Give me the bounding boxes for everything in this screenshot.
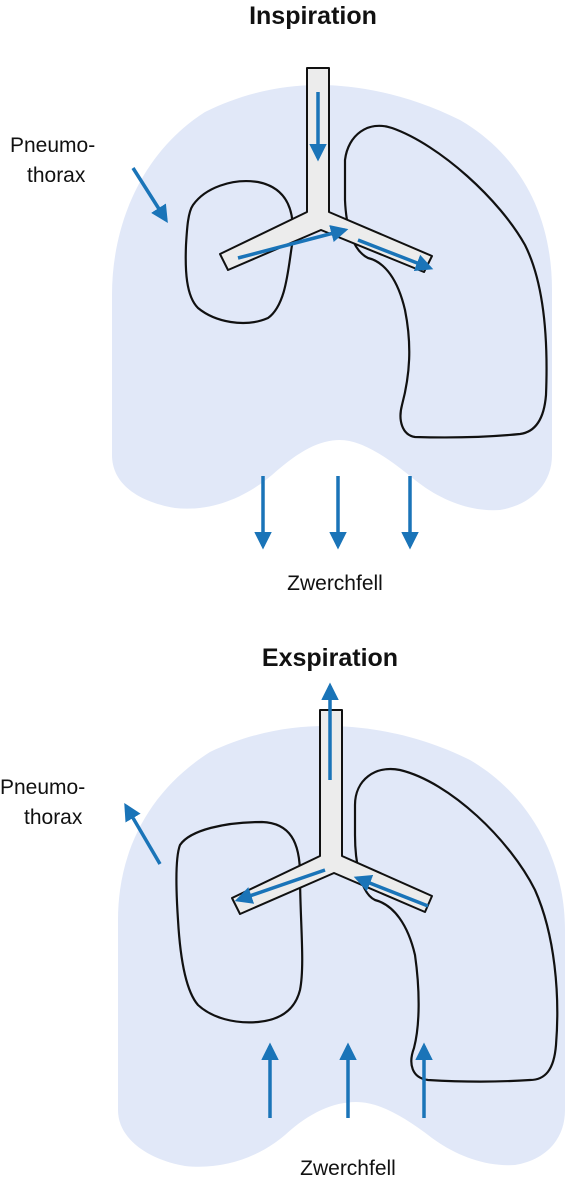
pneumothorax-label-line2: thorax — [27, 164, 86, 187]
right-bronchus-outflow-arrow — [353, 874, 429, 908]
left-bronchus-inflow-arrow — [237, 225, 349, 260]
collapsed-lung — [184, 180, 294, 325]
healthy-lung — [353, 767, 559, 1083]
pneumothorax-label-line2: thorax — [24, 806, 83, 829]
panel-title-exspiration: Exspiration — [262, 644, 398, 672]
diaphragm-label: Zwerchfell — [287, 572, 383, 595]
left-bronchus-outflow-arrow — [234, 868, 326, 904]
trachea-bronchi — [231, 709, 433, 915]
diaphragm-label: Zwerchfell — [300, 1157, 396, 1180]
inspiration-panel: Inspiration Pneumo- thorax Zwerchfell — [10, 2, 552, 595]
healthy-lung — [343, 124, 548, 439]
pneumothorax-pointer-arrow — [131, 167, 168, 223]
pneumothorax-pointer-arrow — [124, 802, 162, 865]
right-bronchus-inflow-arrow — [357, 238, 434, 272]
exspiration-panel: Exspiration Pneumo- thorax Zwerchfell — [0, 644, 565, 1180]
thorax-cavity — [118, 726, 565, 1167]
thorax-cavity — [112, 85, 552, 511]
pneumothorax-label-line1: Pneumo- — [0, 776, 85, 799]
pneumothorax-label-line1: Pneumo- — [10, 134, 95, 157]
panel-title-inspiration: Inspiration — [249, 2, 377, 30]
collapsed-lung — [175, 820, 304, 1024]
trachea-bronchi — [219, 67, 433, 273]
